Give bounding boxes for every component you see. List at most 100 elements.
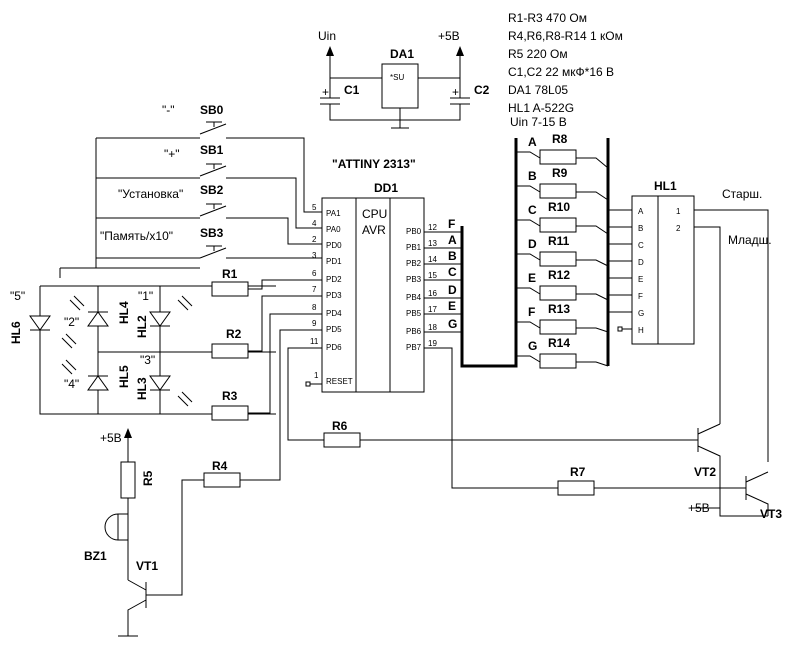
r9-resistor — [539, 183, 577, 199]
note-line: R4,R6,R8-R14 1 кОм — [508, 29, 623, 43]
bus-seg-label: G — [448, 317, 457, 331]
c1-plus: + — [322, 85, 329, 99]
pin-name: PD2 — [326, 275, 342, 284]
resistor-label: R8 — [552, 132, 568, 146]
sb3-caption: "Память/x10" — [100, 229, 173, 243]
hl1-common-pin: 2 — [676, 224, 681, 233]
sb0-switch — [199, 121, 227, 135]
seg-label: F — [528, 305, 535, 319]
pin-name: PB4 — [406, 293, 422, 302]
r8-resistor — [539, 149, 577, 165]
pin-number: 7 — [312, 285, 317, 294]
mcu-core-label: CPU — [362, 207, 387, 221]
pin-name: PD5 — [326, 325, 342, 334]
sb1-caption: "+" — [164, 147, 180, 161]
pin-number: 13 — [428, 239, 437, 248]
sb2-label: SB2 — [200, 183, 224, 197]
pin-number: 1 — [314, 371, 319, 380]
resistor-label: R9 — [552, 166, 568, 180]
r4-label: R4 — [212, 459, 228, 473]
power-supply: Uin +5B DA1 *SU + C1 + C2 — [318, 29, 490, 129]
sb0-caption: "-" — [162, 103, 175, 117]
vt3-label: VT3 — [760, 507, 782, 521]
pin-number: 19 — [428, 339, 437, 348]
uin-label: Uin — [318, 29, 336, 43]
senior-digit-label: Старш. — [722, 187, 762, 201]
r2-resistor — [211, 343, 249, 359]
mcu-core-label: AVR — [362, 223, 386, 237]
pin-name: PB2 — [406, 259, 422, 268]
light-arrow-icon — [177, 295, 193, 311]
uin-range-label: Uin 7-15 B — [510, 115, 567, 129]
note-line: DA1 78L05 — [508, 83, 568, 97]
mcu-part-label: "ATTINY 2313" — [332, 157, 416, 171]
vt1-label: VT1 — [136, 559, 158, 573]
seg-label: D — [528, 237, 537, 251]
hl1-common-pin: 1 — [676, 207, 681, 216]
hl4-led-icon — [87, 311, 109, 327]
pin-name: PA0 — [326, 225, 341, 234]
seg-label: G — [528, 339, 537, 353]
pin-name: PD4 — [326, 309, 342, 318]
plus5-left-label: +5B — [100, 431, 122, 445]
seg-label: E — [528, 271, 536, 285]
r11-resistor — [539, 251, 577, 267]
plus5-top-label: +5B — [438, 29, 460, 43]
bz1-label: BZ1 — [84, 549, 107, 563]
pin-name: PB3 — [406, 275, 422, 284]
r13-resistor — [539, 319, 577, 335]
led-quote-2: "2" — [64, 315, 79, 329]
mcu-body — [321, 197, 425, 393]
seg-label: C — [528, 203, 537, 217]
pin-number: 15 — [428, 271, 437, 280]
r1-resistor — [211, 281, 249, 297]
pin-number: 9 — [312, 319, 317, 328]
pin-number: 4 — [312, 219, 317, 228]
bus-seg-label: C — [448, 265, 457, 279]
da1-regulator — [381, 63, 419, 109]
pin-name: PB1 — [406, 243, 422, 252]
da1-label: DA1 — [390, 47, 414, 61]
display-hl1: HL1 A B C D E F G H 1 2 Старш. Младш. — [608, 179, 772, 462]
arrow-up-icon — [456, 46, 464, 56]
r2-label: R2 — [226, 327, 242, 341]
r1-label: R1 — [222, 267, 238, 281]
pin-name: PB5 — [406, 309, 422, 318]
hl1-label: HL1 — [654, 179, 677, 193]
mcu-dd1: "ATTINY 2313" DD1 CPU AVR 5 PA1 4 PA0 2 … — [305, 157, 558, 489]
r5-resistor — [120, 461, 136, 499]
hl1-pin: B — [638, 224, 643, 233]
note-line: R1-R3 470 Ом — [508, 11, 587, 25]
hl5-label: HL5 — [117, 365, 131, 388]
pin-number: 16 — [428, 289, 437, 298]
digit-drivers: R6 VT2 R7 VT3 +5B — [287, 347, 782, 521]
r7-resistor — [557, 480, 595, 496]
arrow-up-icon — [326, 46, 334, 56]
r3-resistor — [211, 405, 249, 421]
pin-name: PB7 — [406, 343, 422, 352]
pin-number: 8 — [312, 303, 317, 312]
resistor-label: R11 — [548, 234, 570, 248]
pin-name: PD0 — [326, 241, 342, 250]
bz1-buzzer-icon — [104, 513, 119, 541]
reset-pin-marker — [305, 381, 311, 387]
r5-label: R5 — [141, 470, 155, 486]
hl1-pin: D — [638, 258, 644, 267]
pin-name: PB6 — [406, 327, 422, 336]
sb1-label: SB1 — [200, 143, 224, 157]
led-indicators: R1 R2 R3 — [9, 267, 322, 421]
hl1-pin: H — [638, 326, 644, 335]
pin-number: 18 — [428, 323, 437, 332]
bus-seg-label: B — [448, 249, 457, 263]
hl1-pin: G — [638, 309, 644, 318]
hl1-body — [631, 195, 695, 345]
light-arrow-icon — [61, 359, 77, 375]
notes-block: R1-R3 470 Ом R4,R6,R8-R14 1 кОм R5 220 О… — [508, 11, 623, 115]
led-quote-3: "3" — [140, 353, 155, 367]
pin-number: 14 — [428, 255, 437, 264]
buttons: "-" SB0 "+" SB1 "Установка" SB2 "Память/… — [59, 103, 322, 278]
pin-number: 2 — [312, 235, 317, 244]
sb3-switch — [199, 245, 227, 259]
hl6-label: HL6 — [9, 321, 23, 344]
